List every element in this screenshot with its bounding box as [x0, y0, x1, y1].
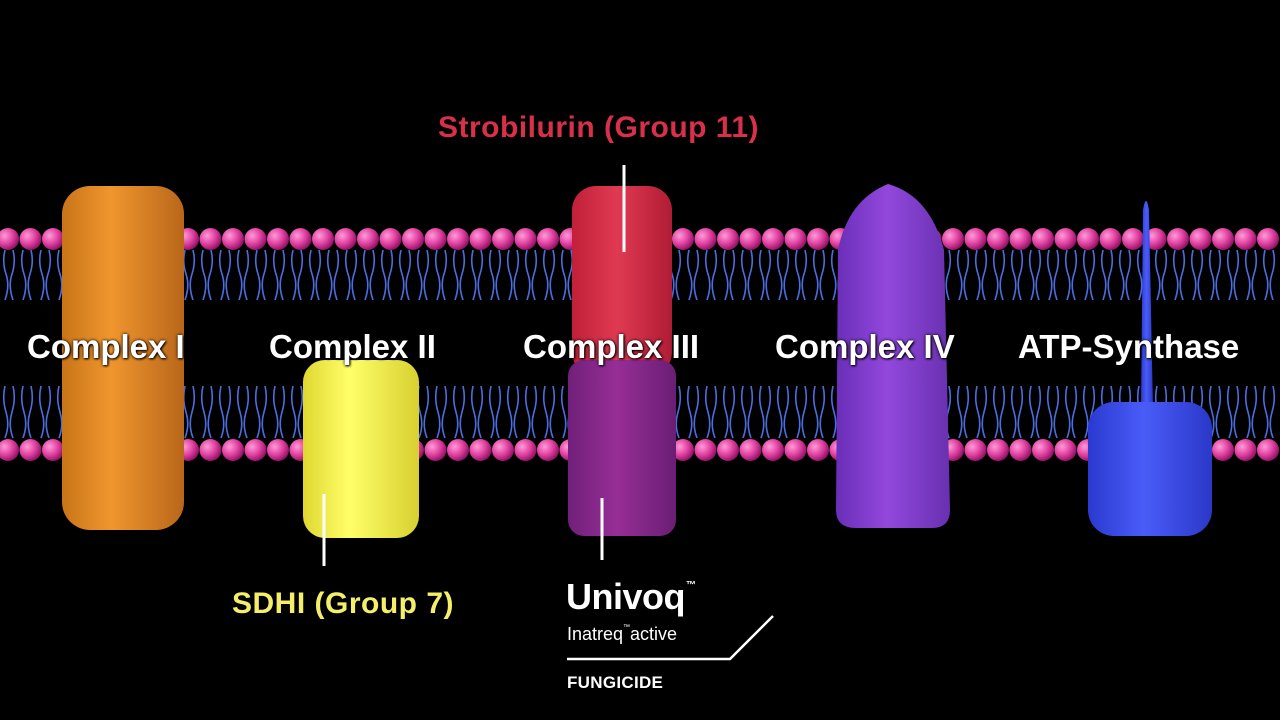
phospholipid-head — [1212, 439, 1234, 461]
phospholipid-head — [19, 439, 42, 461]
atp-synthase-head — [1088, 402, 1212, 536]
phospholipid-head — [762, 439, 784, 461]
atp-synthase-label: ATP-Synthase — [1018, 328, 1240, 365]
phospholipid-head — [379, 228, 402, 250]
phospholipid-head — [469, 439, 492, 461]
phospholipid-head — [267, 439, 289, 461]
phospholipid-head — [717, 439, 739, 461]
phospholipid-head — [1032, 439, 1054, 461]
phospholipid-head — [1009, 439, 1032, 461]
phospholipid-head — [19, 228, 42, 250]
complex-iii-upper-subunit — [572, 186, 672, 376]
phospholipid-head — [1009, 228, 1032, 250]
phospholipid-head — [1234, 439, 1257, 461]
phospholipid-head — [424, 228, 447, 250]
phospholipid-head — [1257, 439, 1279, 461]
active-suffix: active — [630, 624, 678, 644]
phospholipid-head — [424, 439, 447, 461]
phospholipid-head — [784, 228, 807, 250]
phospholipid-head — [672, 228, 694, 250]
phospholipid-head — [694, 228, 717, 250]
complex-ii-protein — [303, 360, 419, 538]
univoq-tm: ™ — [686, 580, 696, 591]
phospholipid-head — [267, 228, 289, 250]
phospholipid-head — [42, 439, 64, 461]
phospholipid-head — [537, 439, 559, 461]
phospholipid-head — [1054, 439, 1077, 461]
phospholipid-head — [1212, 228, 1234, 250]
phospholipid-head — [42, 228, 64, 250]
active-ingredient: Inatreq™active — [567, 624, 677, 645]
complex-iii-protein — [568, 186, 676, 536]
phospholipid-head — [1077, 228, 1099, 250]
phospholipid-head — [469, 228, 492, 250]
product-type: FUNGICIDE — [567, 673, 664, 692]
phospholipid-head — [492, 439, 514, 461]
complex-ii-label: Complex II — [269, 328, 436, 365]
atp-synthase-stalk — [1141, 201, 1153, 410]
phospholipid-head — [537, 228, 559, 250]
complex-i-label: Complex I — [27, 328, 185, 365]
sdhi-callout: SDHI (Group 7) — [232, 587, 454, 620]
phospholipid-head — [514, 439, 537, 461]
univoq-name: Univoq — [566, 576, 686, 617]
phospholipid-head — [1189, 228, 1212, 250]
phospholipid-head — [739, 228, 762, 250]
phospholipid-head — [987, 439, 1009, 461]
phospholipid-head — [964, 439, 987, 461]
phospholipid-head — [1257, 228, 1279, 250]
phospholipid-head — [784, 439, 807, 461]
brand-underline — [567, 615, 774, 661]
phospholipid-head — [1099, 228, 1122, 250]
phospholipid-head — [807, 439, 829, 461]
univoq-logo: Univoq™ — [566, 576, 696, 618]
phospholipid-head — [0, 439, 19, 461]
phospholipid-head — [492, 228, 514, 250]
atp-synthase-protein — [1088, 201, 1212, 536]
phospholipid-head — [987, 228, 1009, 250]
complex-iv-protein — [836, 184, 950, 528]
phospholipid-head — [447, 228, 469, 250]
phospholipid-head — [672, 439, 694, 461]
active-name: Inatreq — [567, 624, 624, 644]
phospholipid-head — [1054, 228, 1077, 250]
phospholipid-head — [807, 228, 829, 250]
phospholipid-head — [222, 228, 244, 250]
phospholipid-head — [1144, 228, 1167, 250]
phospholipid-head — [694, 439, 717, 461]
phospholipid-head — [199, 439, 222, 461]
complex-iii-label: Complex III — [523, 328, 700, 365]
phospholipid-head — [739, 439, 762, 461]
phospholipid-head — [199, 228, 222, 250]
phospholipid-head — [334, 228, 357, 250]
phospholipid-head — [1122, 228, 1144, 250]
strobilurin-callout: Strobilurin (Group 11) — [438, 111, 760, 144]
complex-iii-lower-subunit — [568, 360, 676, 536]
active-tm: ™ — [623, 624, 631, 631]
phospholipid-head — [942, 228, 964, 250]
phospholipid-head — [762, 228, 784, 250]
phospholipid-head — [717, 228, 739, 250]
complex-i-protein — [62, 186, 184, 530]
phospholipid-head — [357, 228, 379, 250]
phospholipid-head — [514, 228, 537, 250]
phospholipid-head — [447, 439, 469, 461]
phospholipid-head — [222, 439, 244, 461]
phospholipid-head — [964, 228, 987, 250]
phospholipid-head — [402, 228, 424, 250]
phospholipid-head — [289, 228, 312, 250]
phospholipid-head — [0, 228, 19, 250]
phospholipid-head — [244, 228, 267, 250]
complex-iv-label: Complex IV — [775, 328, 955, 365]
phospholipid-head — [312, 228, 334, 250]
phospholipid-head — [244, 439, 267, 461]
phospholipid-head — [1032, 228, 1054, 250]
phospholipid-head — [1167, 228, 1189, 250]
phospholipid-head — [1234, 228, 1257, 250]
